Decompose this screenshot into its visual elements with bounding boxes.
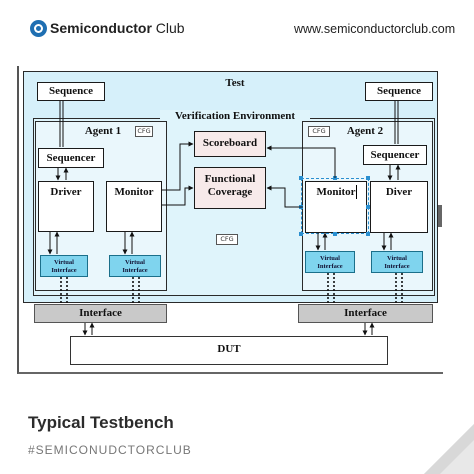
footer-hashtag: #SEMICONUDCTORCLUB: [28, 443, 192, 457]
interface-left-label: Interface: [79, 307, 122, 319]
selection-handle-tr[interactable]: [366, 176, 370, 180]
vif1-line2: Interface: [51, 267, 77, 274]
sequence-left-label: Sequence: [49, 85, 93, 97]
selection-handle-bm[interactable]: [333, 232, 337, 236]
sequence-right-box: [365, 82, 433, 101]
sequence-right-label: Sequence: [377, 85, 421, 97]
test-title: Test: [225, 77, 245, 89]
driver-right-box: [370, 181, 428, 233]
agent2-title: Agent 2: [346, 125, 384, 137]
selection-handle-mr[interactable]: [366, 205, 370, 209]
vif4-line2: Interface: [384, 263, 410, 270]
interface-right-box: [298, 304, 433, 323]
driver-left-label: Driver: [50, 186, 82, 198]
brand-name: Semiconductor Club: [50, 20, 185, 37]
cfg3-badge: CFG: [216, 234, 238, 245]
scoreboard-box: [194, 131, 266, 157]
interface-left-box: [34, 304, 167, 323]
website-link[interactable]: www.semiconductorclub.com: [294, 22, 456, 36]
functional-coverage-box: [194, 167, 266, 209]
vif1-line1: Virtual: [54, 259, 74, 266]
vif3-line2: Interface: [317, 263, 343, 270]
virtual-interface-4: Virtual Interface: [371, 251, 423, 273]
virtual-interface-1: Virtual Interface: [40, 255, 88, 277]
agent1-title: Agent 1: [84, 125, 122, 137]
brand-name-light: Club: [155, 20, 185, 36]
selection-frame[interactable]: [301, 178, 369, 234]
dut-box: [70, 336, 388, 365]
sequencer-right-label: Sequencer: [370, 149, 420, 161]
selection-handle-bl[interactable]: [299, 232, 303, 236]
vif4-line1: Virtual: [387, 255, 407, 262]
sequencer-right-box: [363, 145, 427, 165]
driver-left-box: [38, 181, 94, 232]
vif3-line1: Virtual: [320, 255, 340, 262]
dut-label: DUT: [217, 343, 241, 355]
functional-coverage-line1: Functional: [204, 173, 256, 185]
brand-logo-icon: [30, 20, 47, 37]
scoreboard-label: Scoreboard: [202, 137, 258, 149]
virtual-interface-2: Virtual Interface: [109, 255, 161, 277]
functional-coverage-line2: Coverage: [207, 186, 253, 198]
brand-name-bold: Semiconductor: [50, 20, 152, 36]
sequencer-left-label: Sequencer: [46, 152, 96, 164]
sequencer-left-box: [38, 148, 104, 168]
vif2-line2: Interface: [122, 267, 148, 274]
selection-handle-tl[interactable]: [299, 176, 303, 180]
virtual-interface-3: Virtual Interface: [305, 251, 355, 273]
monitor-right-label: Monitor: [316, 186, 356, 198]
cfg2-badge: CFG: [308, 126, 330, 137]
selection-handle-br[interactable]: [366, 232, 370, 236]
cfg1-badge: CFG: [135, 126, 153, 137]
selection-handle-ml[interactable]: [299, 205, 303, 209]
selection-handle-tm[interactable]: [333, 176, 337, 180]
interface-right-label: Interface: [344, 307, 387, 319]
vif2-line1: Virtual: [125, 259, 145, 266]
driver-right-label: Diver: [385, 186, 413, 198]
monitor-left-label: Monitor: [114, 186, 154, 198]
verification-env-title: Verification Environment: [160, 110, 310, 122]
sequence-left-box: [37, 82, 105, 101]
text-cursor: [356, 185, 357, 199]
footer-title: Typical Testbench: [28, 413, 174, 432]
monitor-left-box: [106, 181, 162, 232]
